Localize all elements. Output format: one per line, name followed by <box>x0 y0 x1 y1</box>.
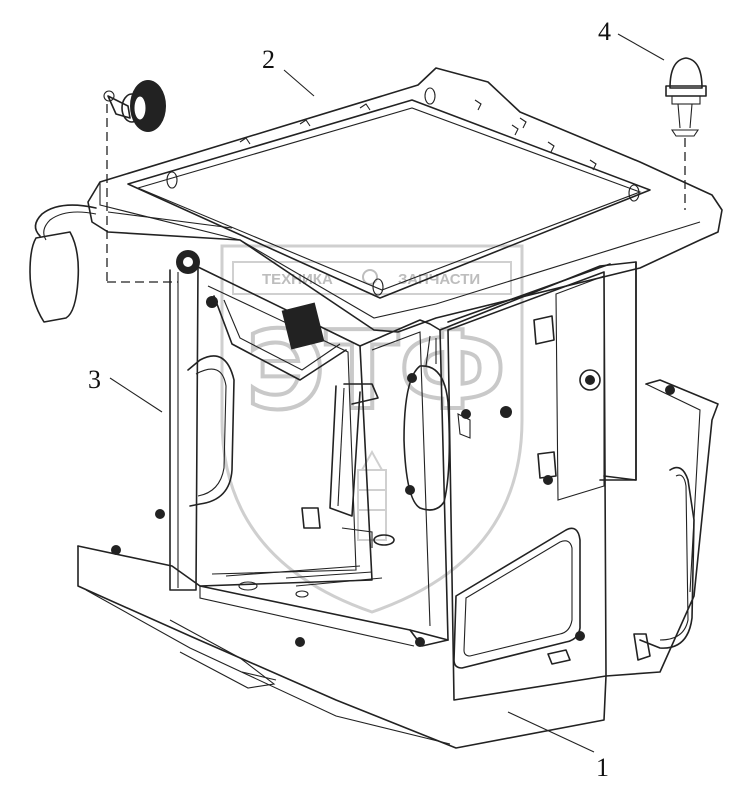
interior-details <box>187 295 695 665</box>
callout-cab: 1 <box>596 753 609 782</box>
leader-cab <box>507 711 595 753</box>
roof-frame <box>87 67 723 333</box>
callout-beacon: 4 <box>598 17 611 46</box>
leader-beacon <box>617 33 665 61</box>
leader-roof <box>283 69 315 97</box>
work-lamp <box>103 80 166 132</box>
cab-body <box>77 250 719 749</box>
roof-lifting-eyes <box>166 87 640 296</box>
watermark-shield <box>220 244 524 614</box>
leader-frame <box>109 377 163 413</box>
callout-roof: 2 <box>262 45 275 74</box>
callouts: 2 4 3 1 <box>88 17 665 782</box>
gear-icon <box>362 269 378 285</box>
watermark-right-text: ЗАПЧАСТИ <box>398 271 480 288</box>
callout-frame: 3 <box>88 365 101 394</box>
beacon-lamp <box>665 57 707 137</box>
tower-icon <box>357 449 387 541</box>
roof-clips <box>239 99 597 171</box>
left-mirror <box>29 204 97 323</box>
